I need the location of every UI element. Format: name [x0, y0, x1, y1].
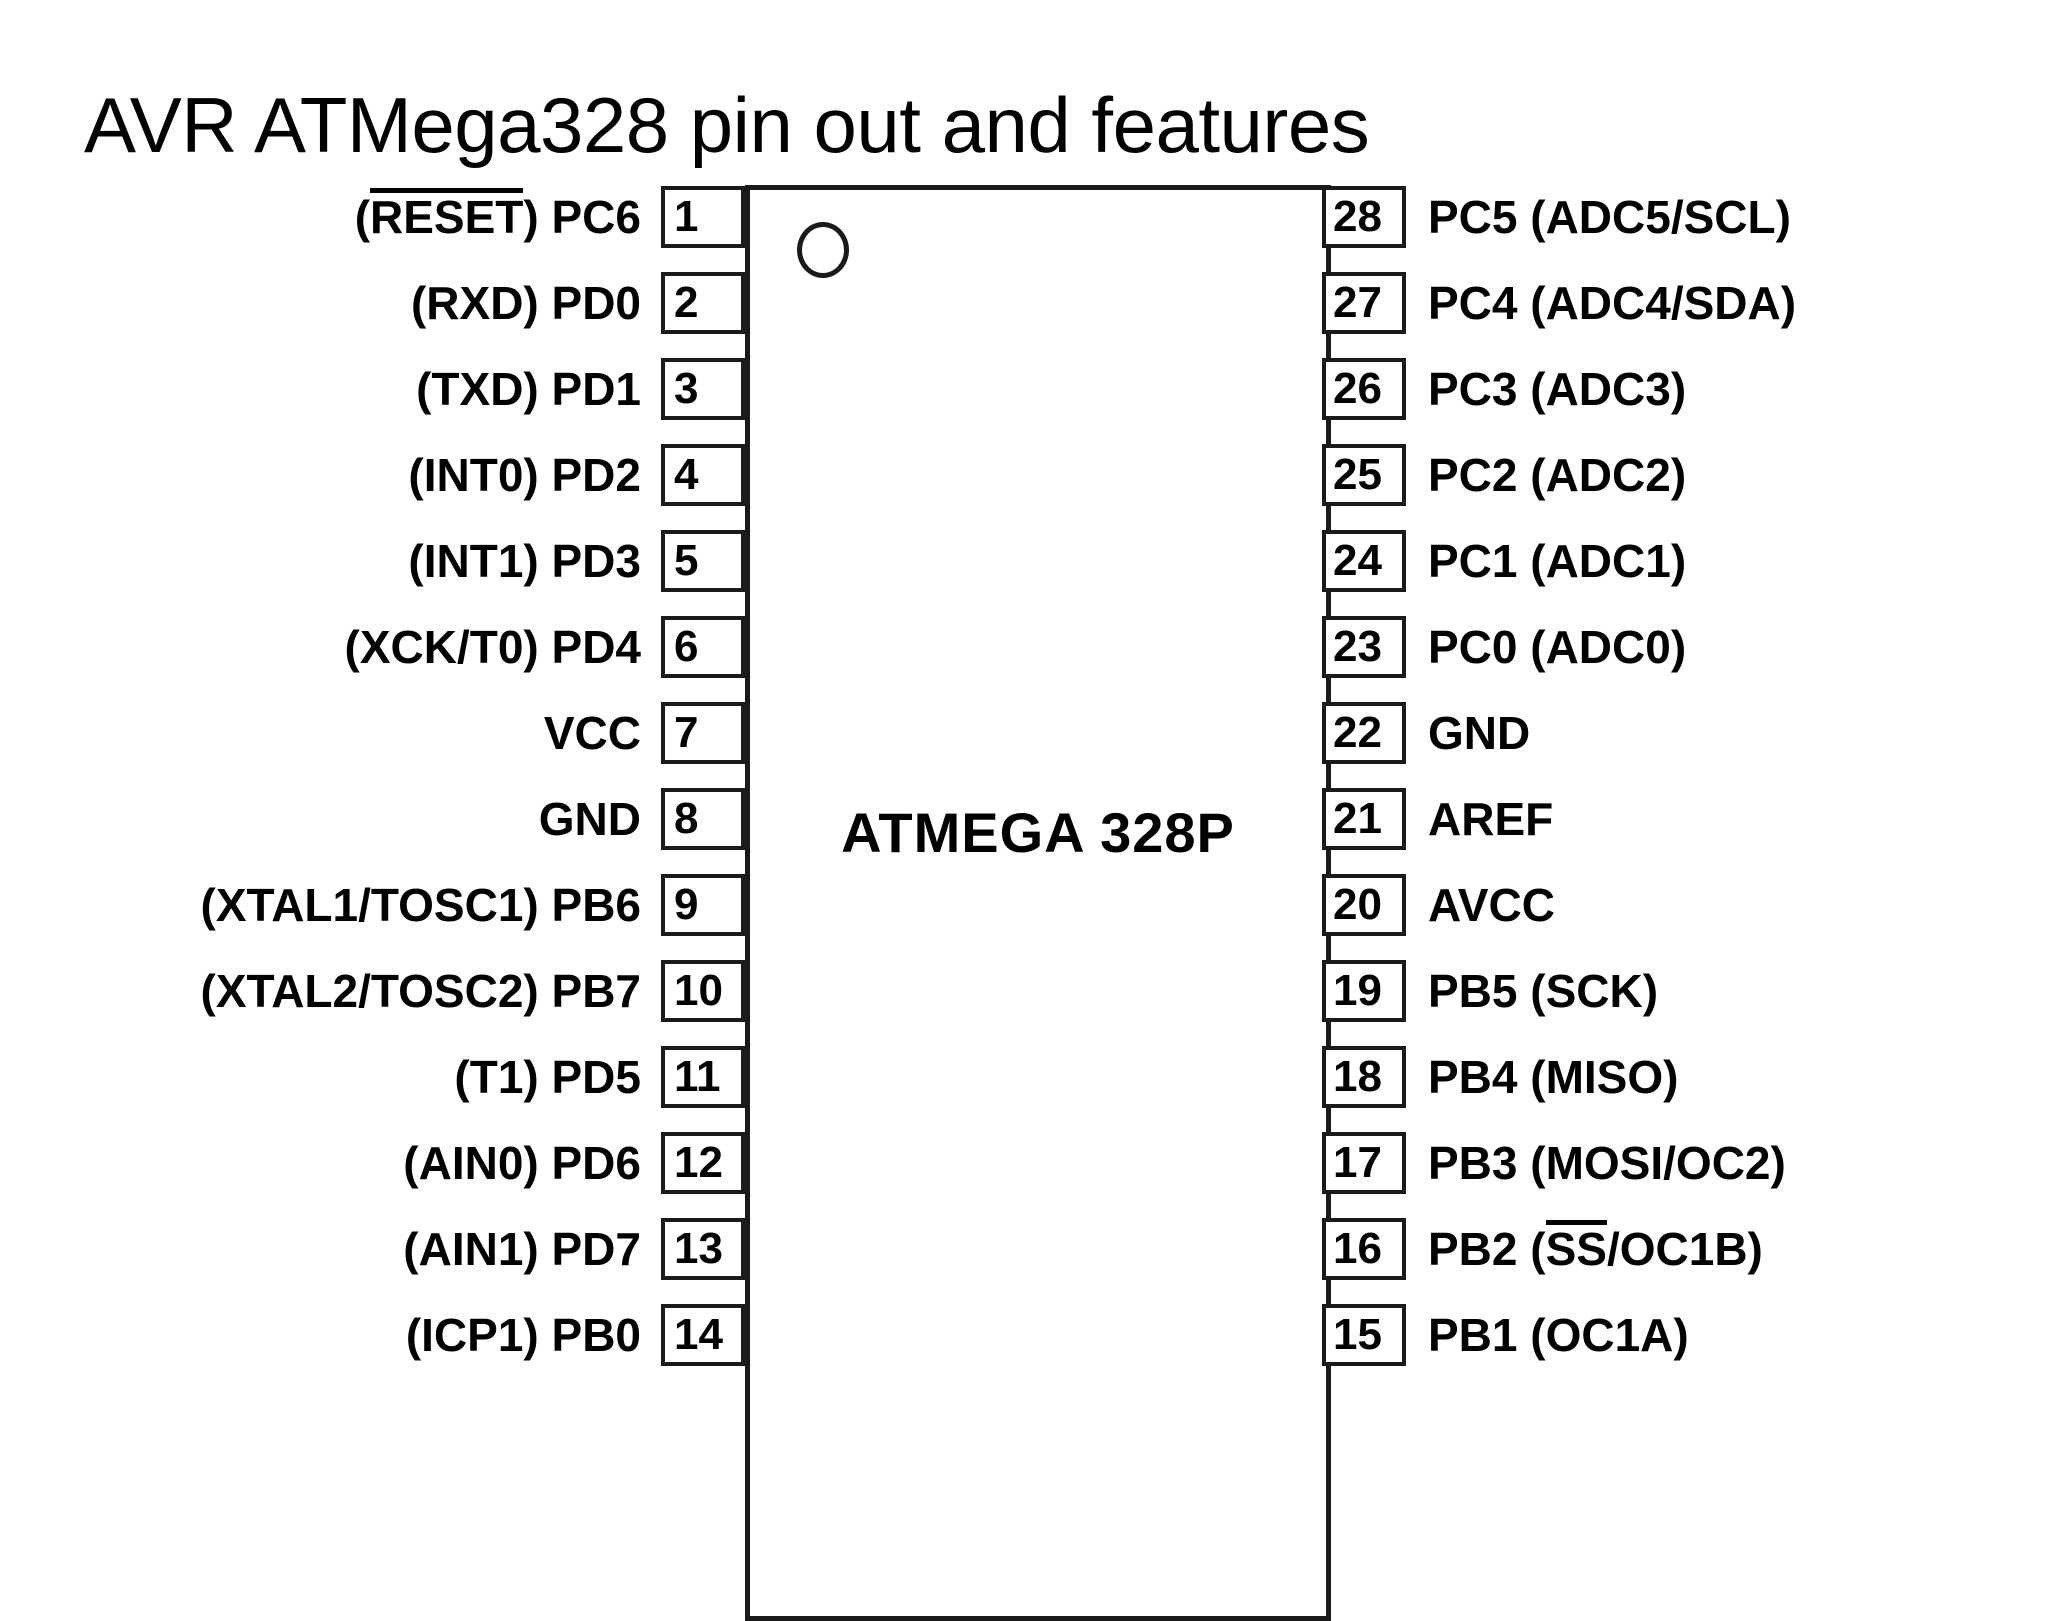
- circle-notch-icon: [797, 222, 849, 278]
- pin-row: 21 AREF: [1322, 788, 1553, 850]
- pin-label: (INT1) PD3: [408, 535, 641, 587]
- pin-label: PB5 (SCK): [1428, 965, 1659, 1017]
- pin-label: (AIN0) PD6: [403, 1137, 641, 1189]
- pin-label: (ICP1) PB0: [405, 1309, 641, 1361]
- pin-number-box: 14: [661, 1304, 745, 1366]
- pin-number-box: 15: [1322, 1304, 1406, 1366]
- pin-number-box: 17: [1322, 1132, 1406, 1194]
- pin-row: (AIN1) PD7 13: [403, 1218, 745, 1280]
- pin-label: (XTAL1/TOSC1) PB6: [200, 879, 641, 931]
- pin-number-box: 2: [661, 272, 745, 334]
- pin-label: AREF: [1428, 793, 1554, 845]
- pin-row: (XTAL1/TOSC1) PB6 9: [201, 874, 745, 936]
- pin-row: 24 PC1 (ADC1): [1322, 530, 1686, 592]
- pin-label: GND: [538, 793, 641, 845]
- pin-label: PC1 (ADC1): [1428, 535, 1687, 587]
- pin-row: 25 PC2 (ADC2): [1322, 444, 1686, 506]
- pin-number-box: 23: [1322, 616, 1406, 678]
- pin-row: (ICP1) PB0 14: [406, 1304, 745, 1366]
- pin-label: PB4 (MISO): [1428, 1051, 1679, 1103]
- pin-number-box: 20: [1322, 874, 1406, 936]
- pin-row: 16 PB2 (SS/OC1B): [1322, 1218, 1763, 1280]
- pin-row: 15 PB1 (OC1A): [1322, 1304, 1689, 1366]
- pin-label: (RXD) PD0: [410, 277, 641, 329]
- pin-label: (AIN1) PD7: [403, 1223, 641, 1275]
- pin-label: PB2 (SS/OC1B): [1428, 1220, 1763, 1275]
- pin-row: (RXD) PD0 2: [411, 272, 745, 334]
- pin-number-box: 7: [661, 702, 745, 764]
- pin-row: GND 8: [539, 788, 745, 850]
- pin-row: 27 PC4 (ADC4/SDA): [1322, 272, 1796, 334]
- pin-label: (INT0) PD2: [408, 449, 641, 501]
- pin-label: (RESET) PC6: [354, 188, 641, 243]
- active-low-overline: SS: [1545, 1220, 1608, 1275]
- pin-number-box: 24: [1322, 530, 1406, 592]
- pin-number-box: 4: [661, 444, 745, 506]
- pin-number-box: 5: [661, 530, 745, 592]
- pin-label: (TXD) PD1: [416, 363, 641, 415]
- chip-part-label: ATMEGA 328P: [841, 801, 1235, 864]
- pin-number-box: 10: [661, 960, 745, 1022]
- active-low-overline: RESET: [370, 188, 524, 243]
- pin-number-box: 22: [1322, 702, 1406, 764]
- pin-row: 26 PC3 (ADC3): [1322, 358, 1686, 420]
- pin-label: VCC: [543, 707, 641, 759]
- pin-row: 19 PB5 (SCK): [1322, 960, 1658, 1022]
- pin-row: 17 PB3 (MOSI/OC2): [1322, 1132, 1786, 1194]
- pin-number-box: 18: [1322, 1046, 1406, 1108]
- pin-number-box: 8: [661, 788, 745, 850]
- pin-label: GND: [1428, 707, 1531, 759]
- pin-label: (XTAL2/TOSC2) PB7: [200, 965, 641, 1017]
- page-title: AVR ATMega328 pin out and features: [84, 81, 1370, 170]
- pin-label: PC4 (ADC4/SDA): [1428, 277, 1797, 329]
- chip-body-outline: ATMEGA 328P: [745, 185, 1331, 1621]
- pin-number-box: 26: [1322, 358, 1406, 420]
- pin-row: (INT0) PD2 4: [408, 444, 745, 506]
- pin-row: 23 PC0 (ADC0): [1322, 616, 1686, 678]
- pin-row: (XCK/T0) PD4 6: [345, 616, 745, 678]
- pin-number-box: 13: [661, 1218, 745, 1280]
- pin-row: (XTAL2/TOSC2) PB7 10: [201, 960, 745, 1022]
- pin-label: (T1) PD5: [454, 1051, 641, 1103]
- pin-label: PC3 (ADC3): [1428, 363, 1687, 415]
- pin-row: 22 GND: [1322, 702, 1530, 764]
- pin-row: (AIN0) PD6 12: [403, 1132, 745, 1194]
- pin-number-box: 25: [1322, 444, 1406, 506]
- pin-number-box: 28: [1322, 186, 1406, 248]
- pin-row: (INT1) PD3 5: [408, 530, 745, 592]
- pin-number-box: 19: [1322, 960, 1406, 1022]
- pin-row: 18 PB4 (MISO): [1322, 1046, 1678, 1108]
- pin-number-box: 27: [1322, 272, 1406, 334]
- pin-row: VCC 7: [544, 702, 745, 764]
- pin-number-box: 16: [1322, 1218, 1406, 1280]
- pin-number-box: 3: [661, 358, 745, 420]
- pin-label: AVCC: [1428, 879, 1555, 931]
- pin-row: 28 PC5 (ADC5/SCL): [1322, 186, 1791, 248]
- pin-number-box: 21: [1322, 788, 1406, 850]
- atmega328p-pinout-diagram: ATMEGA 328P (RESET) PC6 1 (RXD) PD0 2 (TXD) …: [0, 150, 2048, 1621]
- pin-row: (TXD) PD1 3: [416, 358, 745, 420]
- pin-label: PC5 (ADC5/SCL): [1428, 191, 1791, 243]
- pin-number-box: 6: [661, 616, 745, 678]
- pin-number-box: 11: [661, 1046, 745, 1108]
- pin-label: PB3 (MOSI/OC2): [1428, 1137, 1786, 1189]
- pin-label: (XCK/T0) PD4: [344, 621, 641, 673]
- pin-label: PC2 (ADC2): [1428, 449, 1687, 501]
- pin-number-box: 1: [661, 186, 745, 248]
- pin-number-box: 12: [661, 1132, 745, 1194]
- pin-label: PC0 (ADC0): [1428, 621, 1687, 673]
- pin-row: (RESET) PC6 1: [355, 186, 745, 248]
- pin-number-box: 9: [661, 874, 745, 936]
- pin-row: (T1) PD5 11: [454, 1046, 745, 1108]
- pin-row: 20 AVCC: [1322, 874, 1555, 936]
- pin-label: PB1 (OC1A): [1428, 1309, 1689, 1361]
